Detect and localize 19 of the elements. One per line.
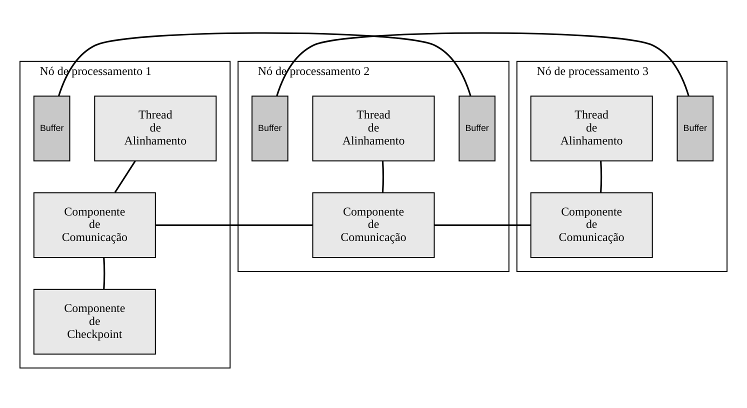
connector [276, 32, 690, 96]
node-box: Componente de Comunicação [312, 192, 435, 258]
connector [114, 160, 136, 192]
node-box: Thread de Alinhamento [94, 95, 217, 161]
node-box: Buffer [252, 95, 288, 161]
node-box: Componente de Checkpoint [33, 288, 156, 354]
connector [382, 160, 384, 192]
node-box: Buffer [33, 95, 70, 161]
node-box: Componente de Comunicação [530, 192, 653, 258]
connector [600, 160, 602, 192]
connector [58, 32, 472, 96]
connector [103, 257, 106, 289]
connector [434, 224, 531, 226]
node-box: Componente de Comunicação [33, 192, 156, 258]
node-box: Thread de Alinhamento [530, 95, 653, 161]
node-box: Thread de Alinhamento [312, 95, 435, 161]
connector [156, 224, 313, 226]
node-box: Buffer [676, 95, 714, 161]
node-box: Buffer [458, 95, 496, 161]
